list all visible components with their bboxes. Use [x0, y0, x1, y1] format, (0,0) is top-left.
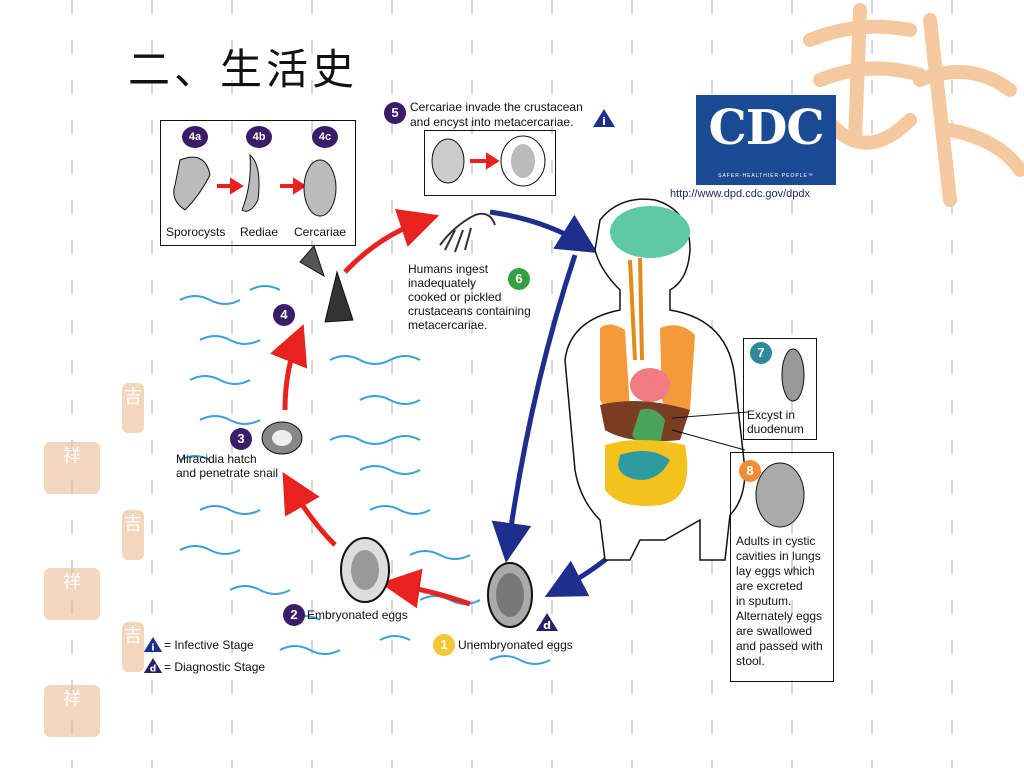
stage-6-line-3: cooked or pickled — [408, 290, 502, 304]
water-waves — [179, 285, 551, 665]
arrow-snail-to-crustacean — [343, 208, 440, 274]
cdc-logo: CDC SAFER·HEALTHIER·PEOPLE™ — [696, 95, 836, 185]
snail-stages-illustration — [173, 153, 337, 217]
excysted-fluke-illustration — [781, 348, 805, 402]
human-body-illustration — [564, 198, 746, 561]
stage-6-line-5: metacercariae. — [408, 318, 488, 332]
miracidium-illustration — [261, 421, 303, 455]
seal-stamp-2: 祥 — [44, 442, 100, 494]
stage-6-line-2: inadequately — [408, 276, 477, 290]
cdc-logo-text: CDC — [708, 100, 824, 156]
stage-5-label-line2: and encyst into metacercariae. — [410, 115, 574, 129]
stage-7-label-line2: duodenum — [747, 422, 804, 436]
embryonated-egg-illustration — [340, 537, 390, 603]
stage-1-label: Unembryonated eggs — [458, 638, 573, 652]
legend-infective-label: = Infective Stage — [164, 638, 254, 652]
cdc-url-link[interactable]: http://www.dpd.cdc.gov/dpdx — [670, 188, 811, 200]
stage-8-line-9: stool. — [736, 654, 765, 668]
metacercariae-illustration — [431, 135, 546, 187]
stage-8-line-5: in sputum. — [736, 594, 792, 608]
stage-6-badge: 6 — [508, 268, 530, 290]
seal-stamp-3: 吉 — [122, 510, 144, 560]
stage-8-line-3: lay eggs which — [736, 564, 815, 578]
svg-text:d: d — [150, 663, 157, 674]
stage-8-line-8: and passed with — [736, 639, 823, 653]
legend-infective-icon: i — [143, 637, 163, 653]
stage-7-badge: 7 — [750, 342, 772, 364]
cdc-tagline: SAFER·HEALTHIER·PEOPLE™ — [718, 173, 814, 179]
seal-stamp-6: 祥 — [44, 685, 100, 737]
excyst-box — [743, 338, 817, 440]
svg-text:d: d — [543, 619, 551, 632]
adult-fluke-illustration — [755, 462, 805, 528]
stage-8-line-2: cavities in lungs — [736, 549, 821, 563]
adults-box — [730, 452, 834, 682]
stage-4a-badge: 4a — [182, 126, 208, 148]
stage-3-label-line1: Miracidia hatch — [176, 452, 257, 466]
stage-1-badge: 1 — [433, 634, 455, 656]
arrow-miracidia-to-snail — [270, 324, 308, 411]
stage-5-badge: 5 — [384, 102, 406, 124]
sporocysts-label: Sporocysts — [166, 225, 226, 239]
stage-8-line-7: are swallowed — [736, 624, 813, 638]
legend-diagnostic-icon: d — [143, 658, 163, 674]
rediae-label: Rediae — [240, 225, 279, 239]
slide-title: 二、生活史 — [128, 45, 359, 94]
stage-4-badge: 4 — [273, 304, 295, 326]
arrow-eggs-to-embryonated — [380, 568, 471, 609]
stage-4b-badge: 4b — [246, 126, 272, 148]
stage-2-badge: 2 — [283, 604, 305, 626]
stage-7-label-line1: Excyst in — [747, 408, 796, 422]
seal-stamp-5: 吉 — [122, 622, 144, 672]
stage-3-label-line2: and penetrate snail — [176, 466, 279, 480]
cercariae-label: Cercariae — [294, 225, 347, 239]
stage-6-line-4: crustaceans containing — [408, 304, 531, 318]
crustacean-illustration — [439, 212, 496, 253]
legend-diagnostic-label: = Diagnostic Stage — [164, 660, 266, 674]
stage-6-line-1: Humans ingest — [408, 262, 489, 276]
seal-stamp-1: 吉 — [122, 383, 144, 433]
svg-text:i: i — [602, 115, 606, 128]
svg-text:i: i — [151, 642, 154, 653]
arrow-crustacean-to-human — [489, 209, 598, 253]
stage-5-label-line1: Cercariae invade the crustacean — [410, 100, 583, 114]
stage-8-badge: 8 — [739, 460, 761, 482]
infective-stage-icon: i — [593, 109, 615, 128]
stage-4c-badge: 4c — [312, 126, 338, 148]
stage-3-badge: 3 — [230, 428, 252, 450]
snail-illustration — [299, 245, 354, 323]
metacercariae-box — [424, 130, 556, 196]
stage-8-line-6: Alternately eggs — [736, 609, 823, 623]
snail-stages-box — [160, 120, 356, 246]
stage-8-line-4: are excreted — [736, 579, 803, 593]
stage-8-line-1: Adults in cystic — [736, 534, 816, 548]
seal-stamp-4: 祥 — [44, 568, 100, 620]
stage-2-label: Embryonated eggs — [307, 608, 408, 622]
unembryonated-egg-illustration — [487, 562, 533, 628]
arrow-embryonated-to-miracidia — [282, 471, 337, 547]
diagnostic-stage-icon: d — [536, 613, 558, 632]
arrow-human-to-eggs — [491, 254, 578, 563]
